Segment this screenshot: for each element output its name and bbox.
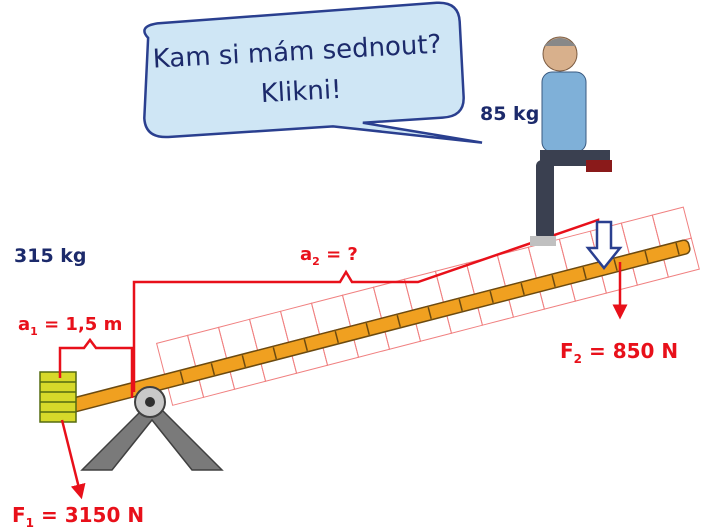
beam-tick [520,282,525,295]
beam-tick [551,274,556,287]
beam-tick [489,290,494,303]
force-f2-label: F2 = 850 N [560,339,678,366]
fulcrum-stand [80,386,224,471]
beam-tick [613,258,618,271]
arm-a2-label: a2 = ? [300,244,358,268]
beam-tick [241,355,247,368]
beam-tick [396,315,401,328]
person-figure [530,36,612,246]
beam-tick [303,339,309,352]
beam-tick [272,347,278,360]
beam-tick [179,371,185,384]
arm-a1-label: a1 = 1,5 m [18,314,122,338]
beam-tick [582,266,587,279]
arm-a2-bracket [132,218,600,392]
speech-line-2: Klikni! [260,75,342,109]
speech-bubble: Kam si mám sednout? Klikni! [143,1,483,144]
weight-stack [39,371,77,423]
force-f1-arrow [60,419,86,500]
person-mass-label: 85 kg [480,103,539,125]
seat-arrow [585,220,623,271]
beam-tick [365,323,370,336]
beam-tick [458,298,463,311]
force-f1-label: F1 = 3150 N [12,503,144,530]
arm-a1-bracket [58,337,134,398]
beam-tick [644,250,649,263]
beam-tick [427,307,432,320]
load-mass-label: 315 kg [14,245,87,267]
beam-tick [334,331,339,344]
beam-tick [210,363,216,376]
beam-tick [675,242,680,255]
